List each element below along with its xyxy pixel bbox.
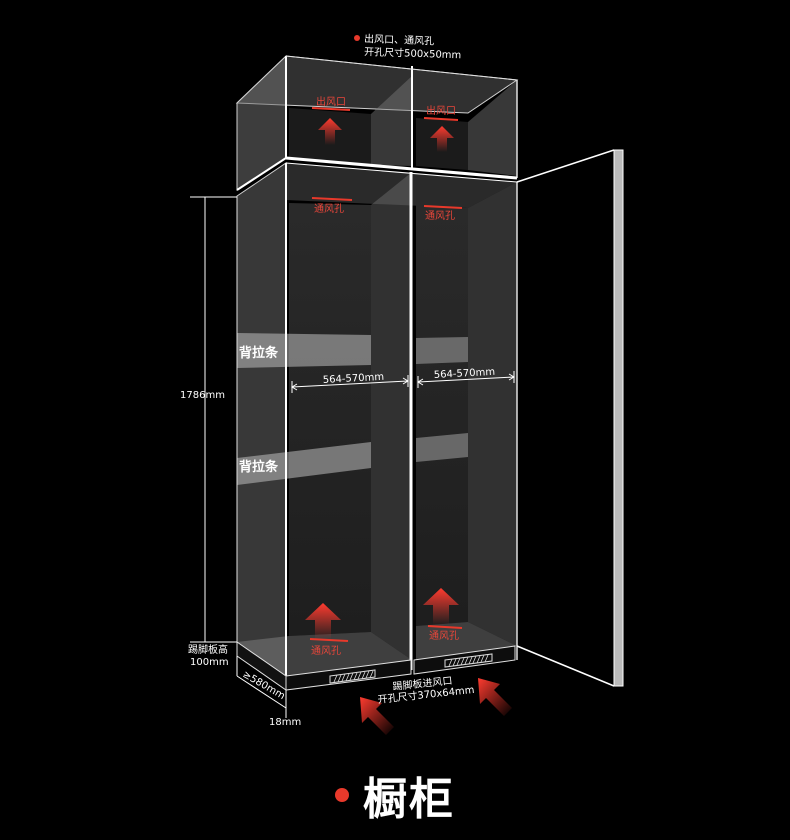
intake-arrow-right <box>478 678 512 716</box>
height-label: 1786mm <box>180 390 225 401</box>
top-vent-label-2: 开孔尺寸500x50mm <box>364 45 462 61</box>
upper-cabinet <box>235 54 519 191</box>
width-label-left: 564-570mm <box>323 372 385 386</box>
kick-height-label-1: 踢脚板高 <box>188 643 228 656</box>
depth-dimension <box>236 675 287 718</box>
top-vent-bullet <box>354 35 360 41</box>
main-cabinet <box>236 162 518 691</box>
intake-arrow-left <box>360 697 394 735</box>
airflow-arrow-bottom-right <box>423 588 459 625</box>
airflow-arrow-upper-left <box>318 118 342 145</box>
width-dimension-right <box>417 371 515 388</box>
height-dimension <box>190 196 237 643</box>
strip-label-lower: 背拉条 <box>239 459 279 475</box>
outlet-label-upper-right: 出风口 <box>426 104 456 117</box>
kick-height-label-2: 100mm <box>190 657 229 668</box>
footer-title-block: 橱柜 <box>0 765 790 825</box>
vent-label-top-left: 通风孔 <box>314 203 344 215</box>
width-dimension-left <box>291 375 409 393</box>
kick-vent-right <box>444 653 493 668</box>
open-door <box>516 149 624 687</box>
thickness-label: 18mm <box>269 717 301 728</box>
top-vent-label-1: 出风口、通风孔 <box>364 32 434 47</box>
footer-title: 橱柜 <box>363 774 455 825</box>
strip-label-upper: 背拉条 <box>239 345 279 361</box>
width-label-right: 564-570mm <box>434 367 496 381</box>
outlet-label-upper-left: 出风口 <box>316 95 346 108</box>
vent-label-bottom-right: 通风孔 <box>429 630 459 642</box>
vent-label-top-right: 通风孔 <box>425 210 455 222</box>
airflow-arrow-upper-right <box>430 126 454 152</box>
airflow-arrow-bottom-left <box>305 603 341 640</box>
footer-bullet <box>335 788 349 802</box>
vent-label-bottom-left: 通风孔 <box>311 645 341 657</box>
kick-vent-left <box>329 669 376 684</box>
